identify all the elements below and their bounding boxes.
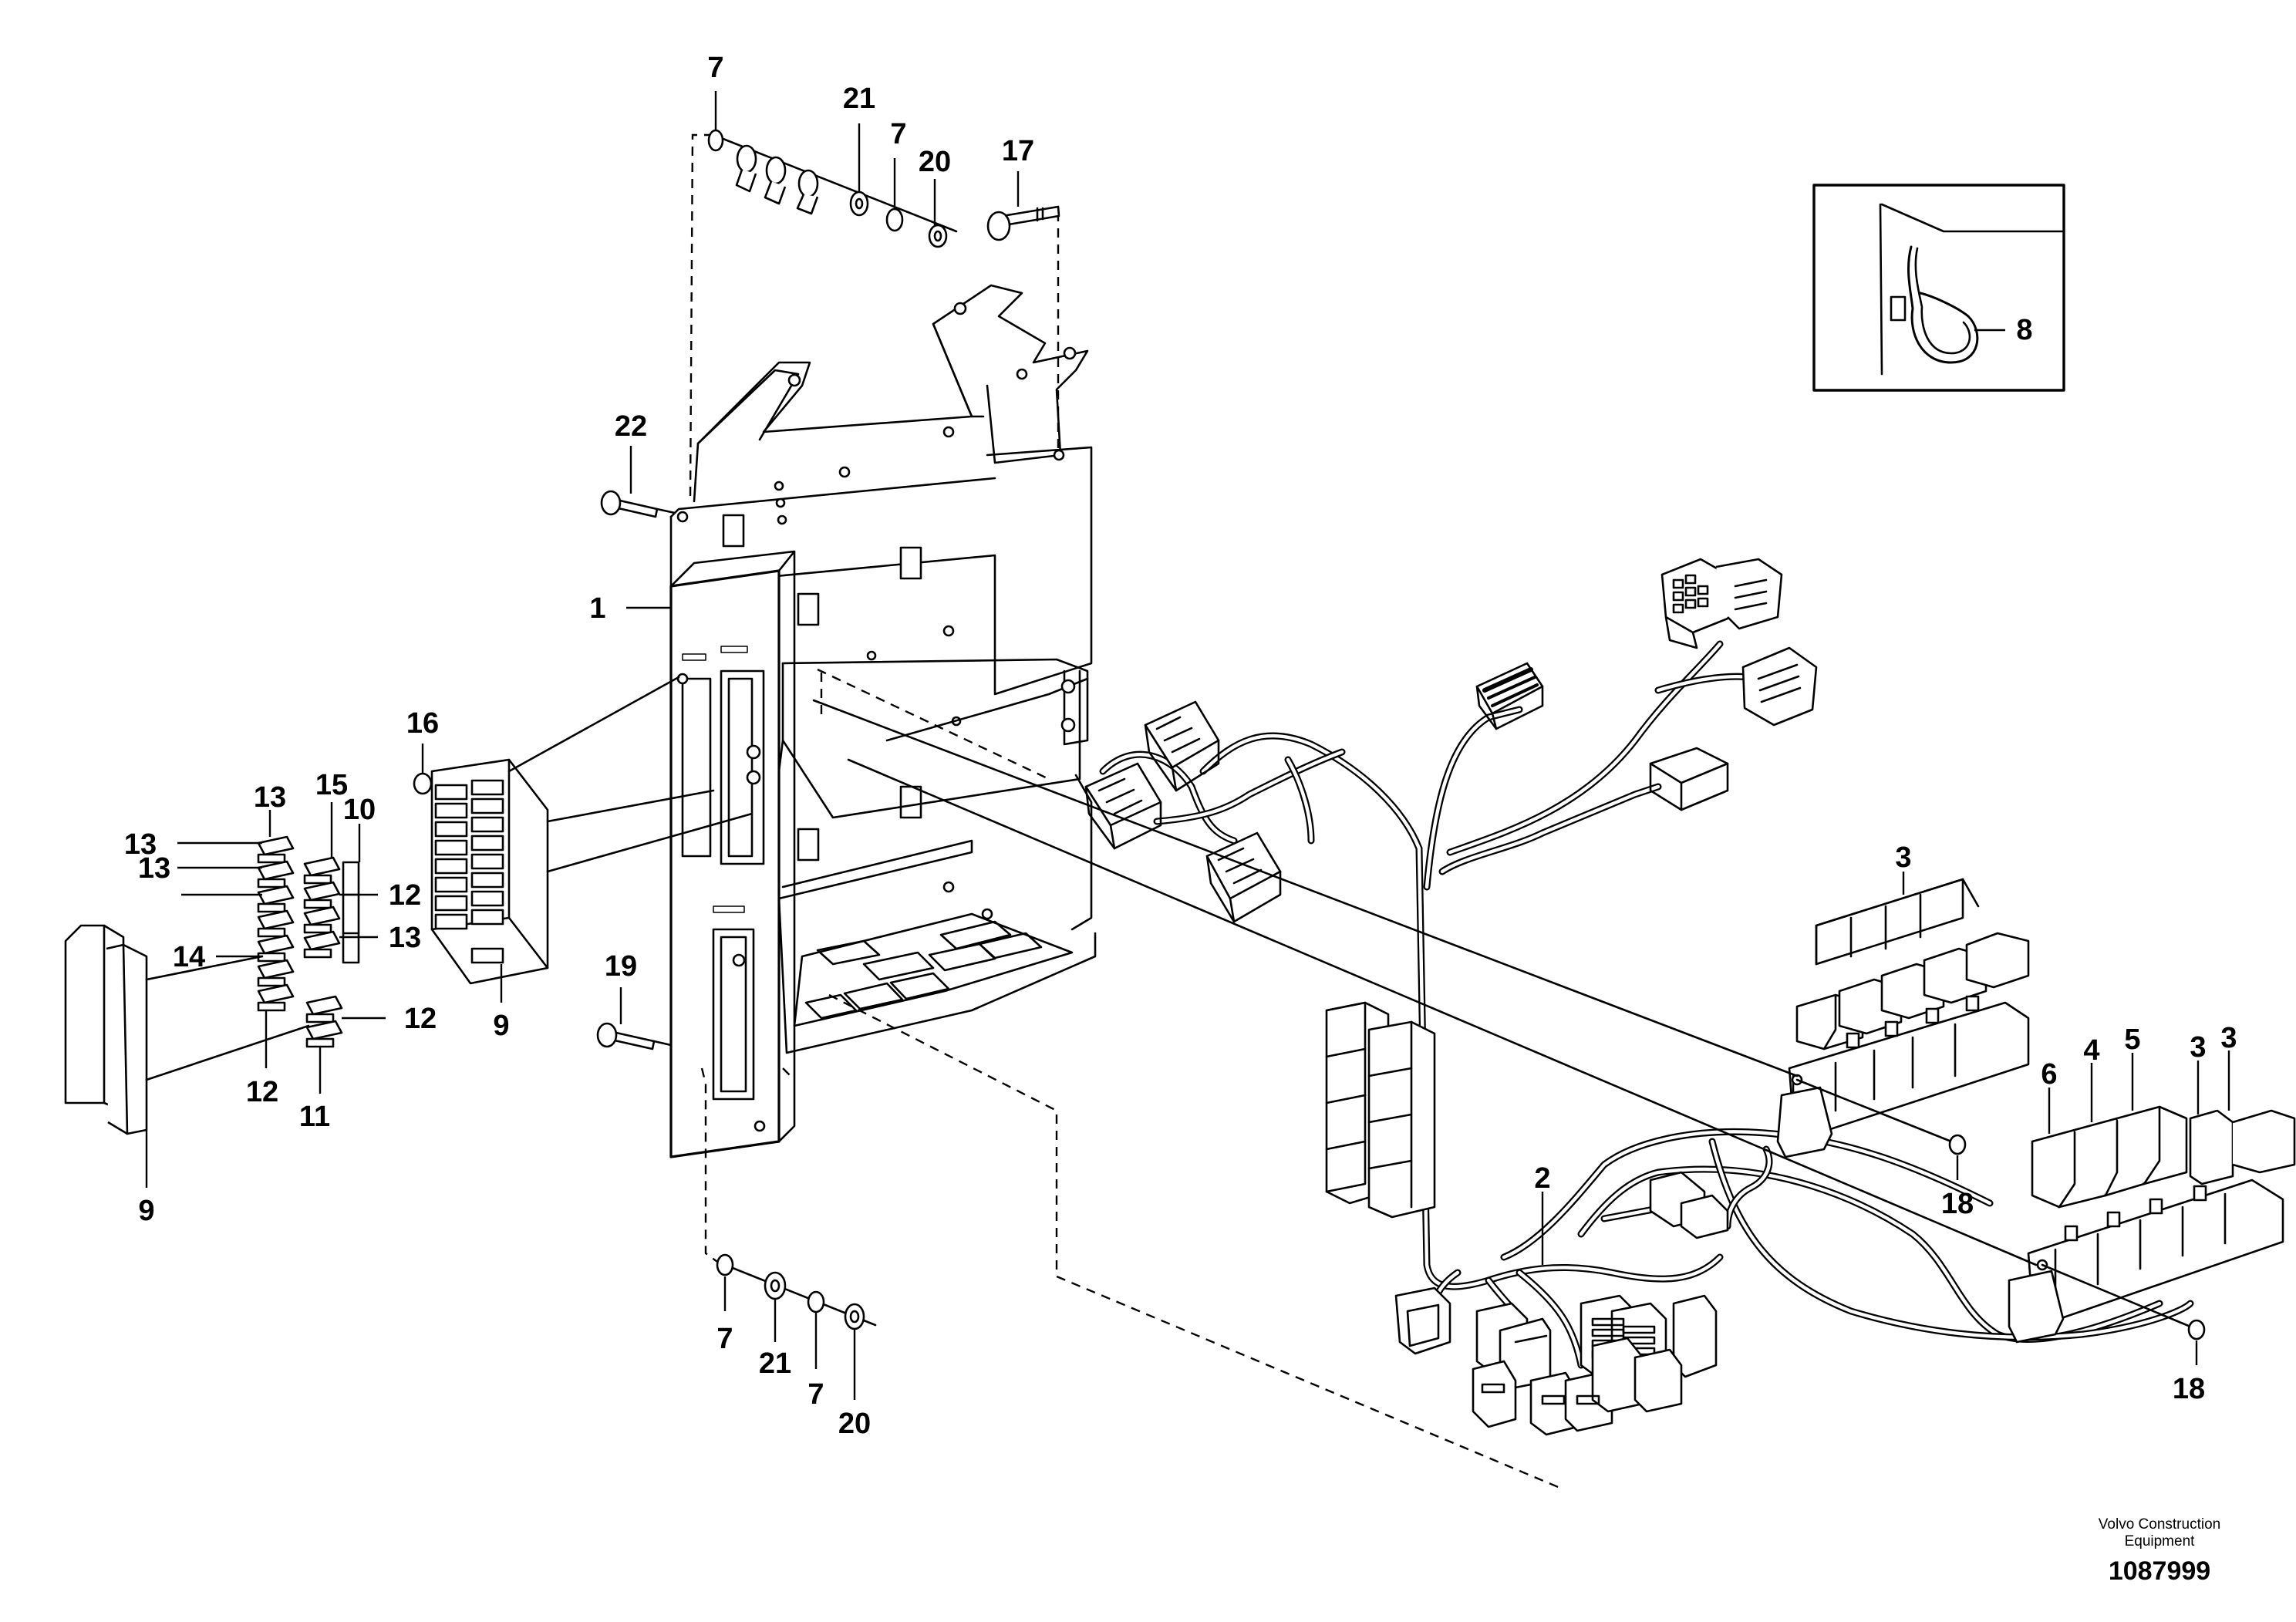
- screw-16: [413, 772, 433, 795]
- callout-16: 16: [406, 707, 439, 740]
- callout-13-right: 13: [389, 922, 421, 954]
- assembly-guide-lines: [689, 133, 1563, 1490]
- connector-black-multi: [1475, 662, 1544, 730]
- relay-bank-upper: [1776, 878, 2030, 1158]
- callout-20-bottom: 20: [838, 1408, 871, 1440]
- washer-7-bottom-2: [807, 1290, 825, 1313]
- callout-22: 22: [615, 410, 647, 443]
- brand-name-line-1: Volvo Construction: [2099, 1516, 2220, 1533]
- cable-tie-strap: [1907, 245, 1979, 364]
- callout-7-bottom: 7: [716, 1323, 733, 1355]
- callout-7-top: 7: [707, 52, 723, 84]
- callout-6: 6: [2041, 1058, 2057, 1091]
- callout-21-top: 21: [843, 83, 875, 115]
- nut-20-bottom: [844, 1303, 865, 1330]
- harness-connectors: [1084, 558, 1818, 923]
- callout-4: 4: [2083, 1034, 2099, 1067]
- fuse-slots: [434, 779, 504, 964]
- reference-lines: [812, 699, 2038, 1266]
- callout-12-c: 12: [246, 1076, 278, 1108]
- callout-14: 14: [173, 941, 205, 973]
- callout-5: 5: [2124, 1023, 2140, 1056]
- callout-3-top: 3: [1895, 841, 1911, 874]
- relay-stack-left: [1325, 1001, 1436, 1219]
- callout-13-row1: 13: [124, 828, 157, 861]
- callout-20-top: 20: [919, 146, 951, 178]
- connector-strip-9: [64, 924, 310, 1135]
- callout-13-top: 13: [254, 781, 286, 814]
- callout-labels: 1 2 3 3 3 4 5 6 7 7 7 7 8 9 9 10 11 12 1…: [124, 52, 2237, 1440]
- washer-7-bottom: [716, 1253, 734, 1276]
- fuse-puller-10: [342, 861, 360, 964]
- terminal-lugs: [735, 144, 819, 215]
- washer-7-top: [707, 129, 724, 152]
- leader-lines: [145, 91, 2230, 1400]
- callout-2: 2: [1534, 1162, 1550, 1195]
- nut-21-top: [849, 191, 869, 217]
- callout-15: 15: [315, 769, 348, 801]
- panel-markings: [682, 646, 748, 913]
- callout-18-upper: 18: [1941, 1188, 1974, 1220]
- callout-11: 11: [299, 1101, 330, 1133]
- connector-housing-b: [1084, 762, 1162, 850]
- nut-20-top: [928, 224, 948, 248]
- title-block: Volvo Construction Equipment 1087999: [2099, 1516, 2220, 1586]
- connector-right-lower: [1741, 646, 1818, 727]
- callout-8: 8: [2016, 314, 2032, 346]
- screw-22: [600, 490, 676, 518]
- callout-7-top-2: 7: [890, 118, 906, 150]
- connector-housing-a: [1144, 700, 1220, 792]
- screw-18-upper: [1948, 1134, 1967, 1155]
- callout-3-right: 3: [2220, 1022, 2237, 1054]
- callout-9-strip: 9: [138, 1195, 154, 1227]
- callout-12-b: 12: [404, 1003, 437, 1035]
- brand-name-line-2: Equipment: [2125, 1533, 2196, 1549]
- relay-bank-lower: [2008, 1105, 2296, 1344]
- connector-pair-top-right: [1660, 558, 1783, 649]
- callout-12-a: 12: [389, 879, 421, 912]
- callout-3-mid: 3: [2190, 1031, 2206, 1064]
- callout-21-bottom: 21: [759, 1347, 791, 1380]
- callout-13-row2: 13: [138, 852, 170, 885]
- washer-7-top-2: [885, 207, 904, 232]
- callout-10: 10: [343, 794, 376, 826]
- callout-7-bottom-2: 7: [807, 1378, 824, 1411]
- screw-19: [596, 1022, 673, 1050]
- screw-18-lower: [2187, 1319, 2206, 1340]
- nut-21-bottom: [764, 1271, 787, 1300]
- callout-1: 1: [589, 592, 605, 625]
- fuse-panel-plate: [669, 550, 796, 1158]
- connector-white-single: [1649, 747, 1729, 811]
- fuse-holder-9: [413, 676, 754, 985]
- screw-17: [986, 205, 1060, 241]
- document-number: 1087999: [2109, 1556, 2210, 1586]
- callout-17: 17: [1002, 135, 1034, 167]
- callout-19: 19: [605, 950, 637, 983]
- connector-housing-c: [1205, 831, 1282, 923]
- mounting-frame: [669, 284, 1097, 1054]
- callout-18-lower: 18: [2173, 1373, 2205, 1405]
- bottom-fastener-stack: [716, 1253, 877, 1330]
- bottom-connector-cluster: [1394, 1171, 1729, 1436]
- callout-9-fuseholder: 9: [493, 1010, 509, 1042]
- fuse-set: [257, 835, 360, 1048]
- cable-tie-detail-inset: [1812, 184, 2065, 392]
